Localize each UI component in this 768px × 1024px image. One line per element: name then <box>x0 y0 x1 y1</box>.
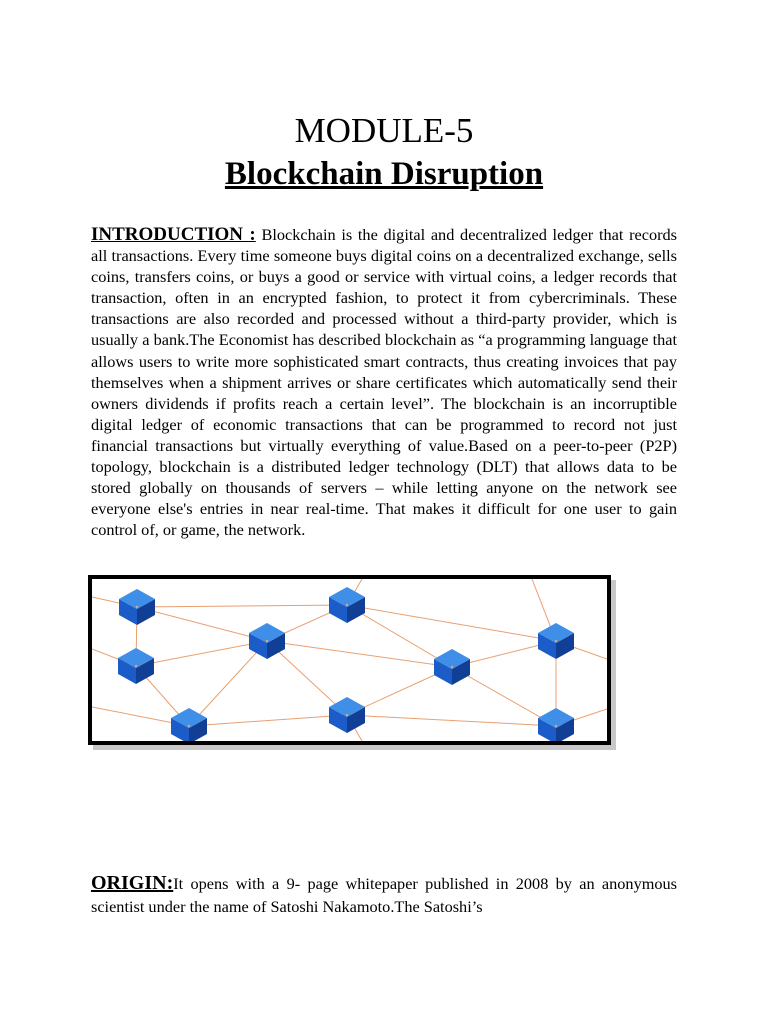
introduction-body: Blockchain is the digital and decentrali… <box>91 225 677 540</box>
blockchain-node-cube-icon <box>538 623 574 659</box>
origin-heading: ORIGIN: <box>91 872 174 894</box>
introduction-paragraph: INTRODUCTION : Blockchain is the digital… <box>91 224 677 540</box>
blockchain-node-cube-icon <box>434 649 470 685</box>
introduction-heading: INTRODUCTION : <box>91 224 256 245</box>
blockchain-node-cube-icon <box>249 623 285 659</box>
blockchain-node-cube-icon <box>329 697 365 733</box>
origin-paragraph: ORIGIN:It opens with a 9- page whitepape… <box>91 872 677 918</box>
blockchain-node-cube-icon <box>171 708 207 741</box>
blockchain-node-cube-icon <box>538 708 574 741</box>
network-nodes <box>118 587 574 741</box>
page-title: Blockchain Disruption <box>224 156 544 192</box>
network-diagram-svg <box>92 579 607 741</box>
module-number: MODULE-5 <box>294 111 474 150</box>
blockchain-node-cube-icon <box>119 589 155 625</box>
blockchain-network-figure <box>88 575 611 745</box>
blockchain-node-cube-icon <box>329 587 365 623</box>
origin-body: It opens with a 9- page whitepaper publi… <box>91 874 677 916</box>
blockchain-node-cube-icon <box>118 648 154 684</box>
